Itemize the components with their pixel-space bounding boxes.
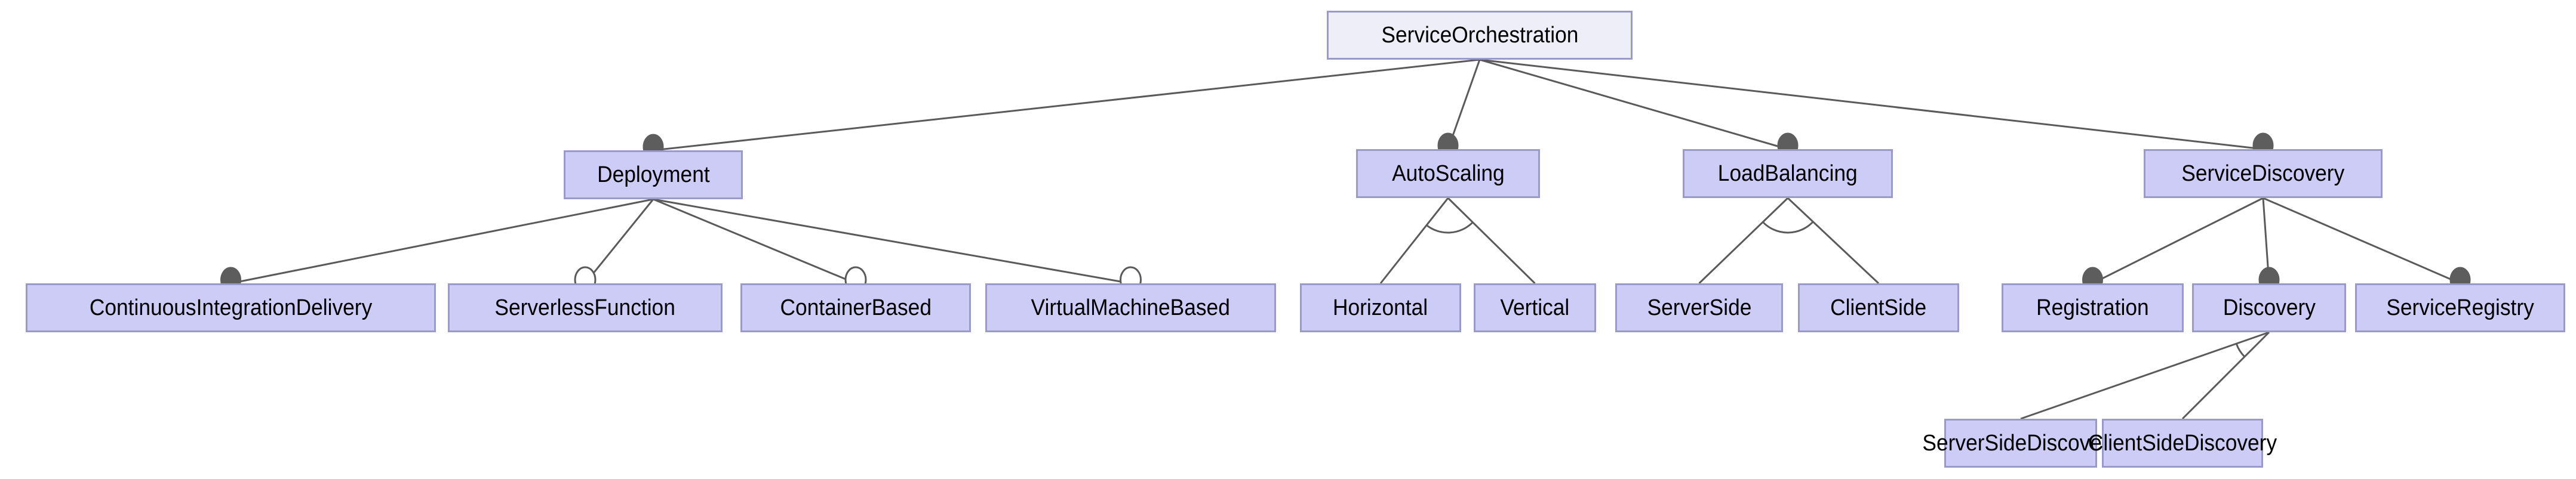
feature-node-Horizontal[interactable]: Horizontal [1300,283,1461,332]
feature-node-label: ServiceOrchestration [1381,23,1578,48]
feature-node-label: ServiceRegistry [2386,295,2534,320]
feature-node-Discovery[interactable]: Discovery [2192,283,2346,332]
feature-node-label: ServerSideDiscovery [1922,431,2119,456]
feature-node-ServerlessFunction[interactable]: ServerlessFunction [448,283,723,332]
feature-node-label: ClientSideDiscovery [2088,431,2277,456]
feature-node-Deployment[interactable]: Deployment [564,150,743,199]
feature-node-ServerSideDiscovery[interactable]: ServerSideDiscovery [1922,419,2119,468]
feature-node-label: Discovery [2223,295,2316,320]
feature-node-ServiceDiscovery[interactable]: ServiceDiscovery [2144,149,2383,198]
feature-node-ServiceOrchestration[interactable]: ServiceOrchestration [1327,11,1633,60]
feature-node-ClientSideDiscovery[interactable]: ClientSideDiscovery [2088,419,2277,468]
feature-node-label: ClientSide [1830,295,1927,320]
feature-node-label: Registration [2036,295,2149,320]
feature-node-AutoScaling[interactable]: AutoScaling [1356,149,1540,198]
feature-node-Registration[interactable]: Registration [2002,283,2184,332]
feature-node-label: AutoScaling [1391,161,1505,186]
feature-node-VirtualMachineBased[interactable]: VirtualMachineBased [985,283,1276,332]
feature-node-label: ContinuousIntegrationDelivery [89,295,373,320]
feature-node-label: Vertical [1500,295,1570,320]
feature-node-label: ServerSide [1647,295,1751,320]
feature-node-label: ServiceDiscovery [2181,161,2345,186]
feature-node-label: Horizontal [1333,295,1428,320]
feature-node-ContinuousIntegrationDelivery[interactable]: ContinuousIntegrationDelivery [26,283,436,332]
feature-node-ClientSide[interactable]: ClientSide [1798,283,1959,332]
feature-node-label: VirtualMachineBased [1031,295,1231,320]
feature-node-label: LoadBalancing [1718,161,1858,186]
feature-node-ServiceRegistry[interactable]: ServiceRegistry [2355,283,2565,332]
feature-node-ContainerBased[interactable]: ContainerBased [740,283,971,332]
feature-node-Vertical[interactable]: Vertical [1474,283,1596,332]
feature-node-LoadBalancing[interactable]: LoadBalancing [1683,149,1893,198]
feature-node-label: ContainerBased [780,295,932,320]
feature-node-label: ServerlessFunction [494,295,676,320]
feature-node-label: Deployment [597,162,710,187]
feature-node-ServerSide[interactable]: ServerSide [1615,283,1783,332]
